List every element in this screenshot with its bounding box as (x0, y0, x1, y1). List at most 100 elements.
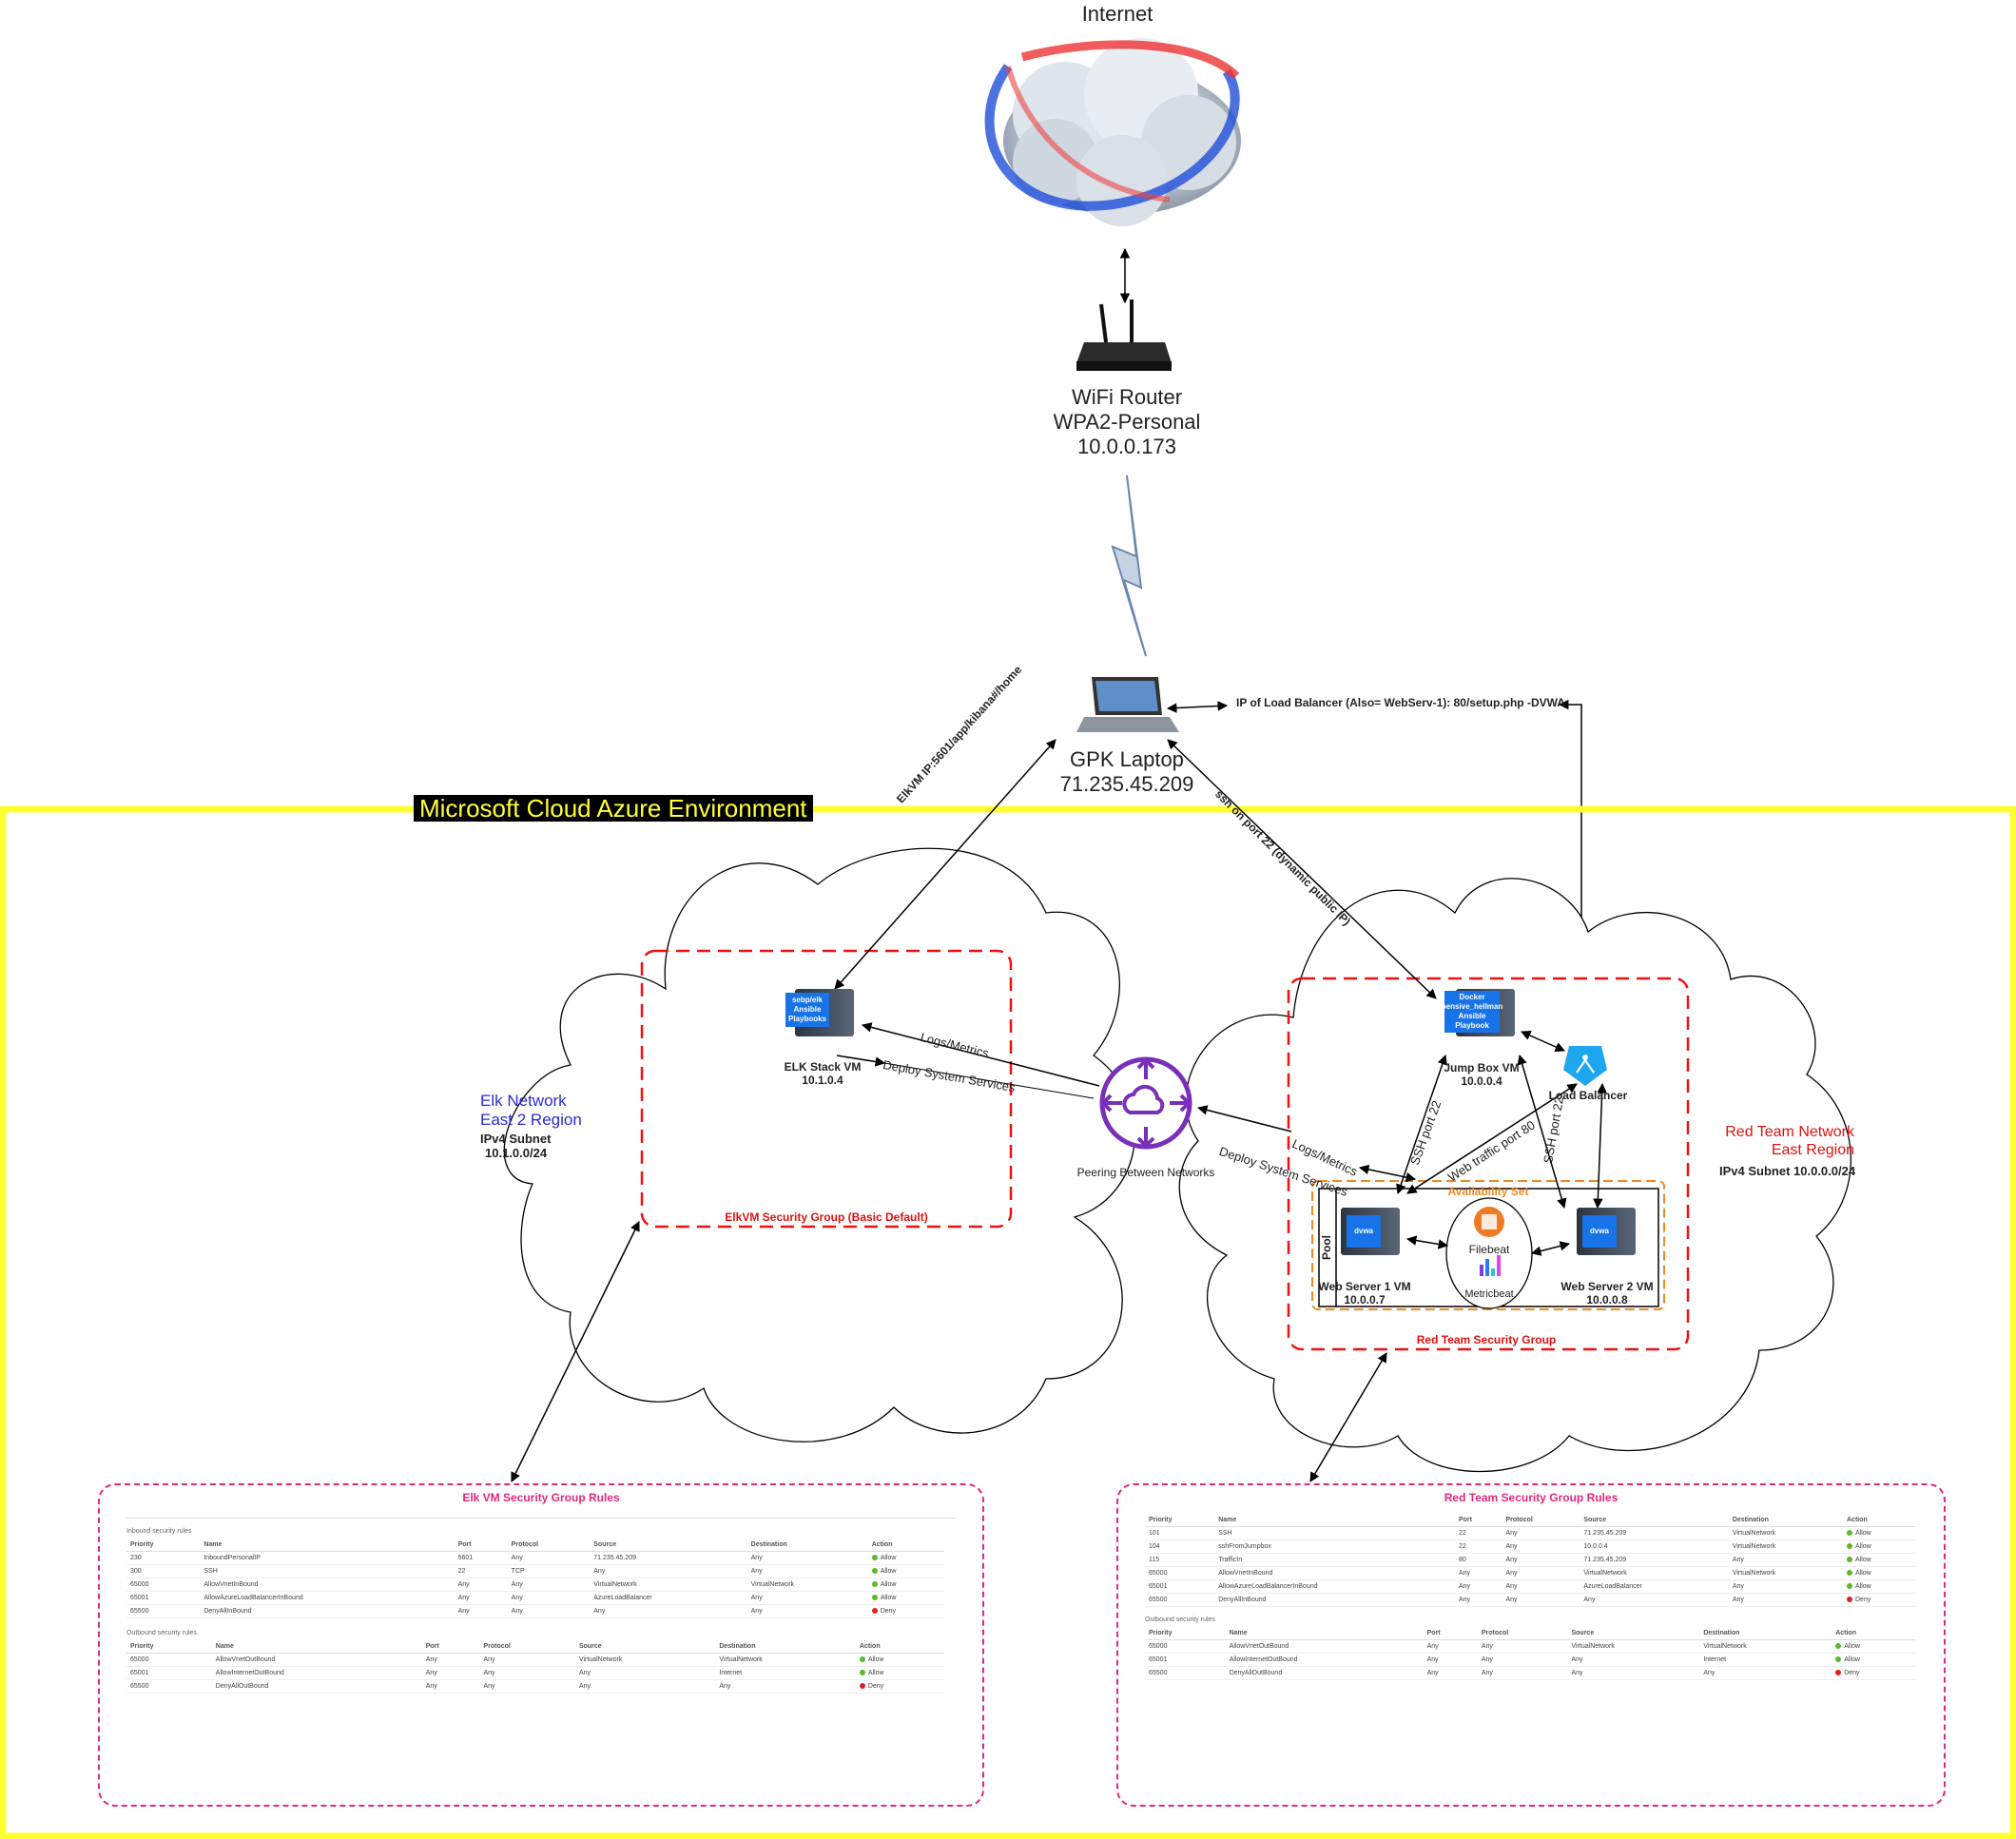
lb-web-label: IP of Load Balancer (Also= WebServ-1): 8… (1236, 696, 1565, 709)
column-header: Port (454, 1539, 508, 1552)
web-server-2-vm[interactable]: dvwa (1567, 1208, 1643, 1265)
laptop-name: GPK Laptop (1070, 747, 1184, 771)
column-header: Source (574, 1640, 716, 1654)
web-server-1-label: Web Server 1 VM 10.0.0.7 (1318, 1280, 1410, 1307)
table-cell: AllowInternetOutBound (211, 1666, 422, 1680)
column-header: Destination (1728, 1514, 1843, 1527)
table-cell: Any (746, 1564, 868, 1578)
deny-icon (859, 1683, 865, 1689)
table-cell: Allow (867, 1578, 944, 1592)
elk-vm-label: ELK Stack VM 10.1.0.4 (785, 1060, 862, 1087)
red-sg-label: Red Team Security Group (1416, 1333, 1557, 1346)
deploy-red-link (1358, 1164, 1417, 1183)
availability-set-box (1311, 1180, 1665, 1310)
elk-stack-vm[interactable]: sebp/elk Ansible Playbooks (785, 989, 862, 1046)
web2-screen: dvwa (1582, 1215, 1617, 1248)
table-cell: Any (746, 1591, 868, 1605)
allow-icon (1835, 1643, 1842, 1649)
column-header: Priority (126, 1640, 212, 1654)
table-cell: Any (1502, 1539, 1580, 1554)
table-cell: Deny (867, 1604, 944, 1618)
table-cell: TCP (507, 1564, 591, 1578)
table-cell: Any (1477, 1639, 1568, 1654)
jump-box-vm[interactable]: Docker pensive_hellman Ansible Playbook (1442, 989, 1521, 1046)
table-cell: 22 (454, 1564, 508, 1578)
table-cell: Deny (1843, 1593, 1915, 1607)
table-cell: SSH (1214, 1526, 1455, 1540)
table-cell: 80 (1454, 1553, 1502, 1567)
deny-icon (1835, 1670, 1842, 1675)
load-balancer-icon (1563, 1046, 1607, 1086)
table-cell: AllowVnetOutBound (211, 1653, 422, 1667)
table-cell: Any (454, 1591, 508, 1605)
table-cell: Allow (1843, 1539, 1915, 1554)
elk-cloud (503, 847, 1136, 1442)
jump-lb-link (1521, 1031, 1565, 1052)
table-cell: Any (1423, 1639, 1478, 1654)
table-cell: AllowAzureLoadBalancerInBound (1214, 1579, 1455, 1594)
table-cell: Allow (867, 1591, 944, 1605)
elk-subnet-label: IPv4 Subnet 10.1.0.0/24 (480, 1132, 551, 1160)
table-cell: Any (454, 1578, 508, 1592)
column-header: Destination (746, 1539, 868, 1552)
table-cell: Allow (867, 1564, 944, 1578)
elk-rules-panel: Elk VM Security Group Rules Inbound secu… (98, 1483, 984, 1807)
table-cell: Any (1502, 1579, 1580, 1594)
table-cell: 65000 (1145, 1639, 1226, 1654)
column-header: Name (200, 1539, 455, 1552)
table-cell: Any (1502, 1566, 1580, 1580)
table-cell: Any (1728, 1553, 1843, 1567)
table-cell: Any (1567, 1653, 1700, 1667)
table-cell: VirtualNetwork (1728, 1526, 1843, 1540)
web-server-1-vm[interactable]: dvwa (1331, 1208, 1407, 1265)
table-cell: Any (746, 1604, 868, 1618)
table-cell: 65001 (126, 1591, 201, 1605)
table-cell: Allow (1843, 1579, 1915, 1594)
elk-screen-line1: sebp/elk (791, 996, 823, 1004)
table-cell: Any (421, 1666, 480, 1680)
column-header: Priority (1145, 1514, 1215, 1527)
elk-vm-ip: 10.1.0.4 (802, 1074, 843, 1087)
elk-outbound-label: Outbound security rules (126, 1630, 197, 1636)
table-cell: 65001 (1145, 1579, 1215, 1594)
web-server-1-ip: 10.0.0.7 (1344, 1293, 1386, 1307)
table-cell: VirtualNetwork (746, 1578, 868, 1592)
laptop-icon (1076, 677, 1179, 732)
table-cell: AllowVnetInBound (1214, 1566, 1455, 1580)
column-header: Destination (1699, 1627, 1832, 1640)
table-cell: DenyAllInBound (200, 1604, 455, 1618)
allow-icon (871, 1568, 878, 1574)
jump-vm-screen: Docker pensive_hellman Ansible Playbook (1442, 991, 1502, 1033)
table-cell: InboundPersonalIP (200, 1551, 455, 1565)
table-cell: AllowVnetOutBound (1225, 1639, 1424, 1654)
kibana-link (834, 739, 1056, 990)
red-network-region: East Region (1771, 1142, 1854, 1158)
column-header: Protocol (1477, 1627, 1568, 1640)
column-header: Action (855, 1640, 944, 1654)
jump-box-ip: 10.0.0.4 (1461, 1074, 1502, 1088)
table-cell: 10.0.0.4 (1580, 1539, 1729, 1554)
table-cell: VirtualNetwork (1728, 1539, 1843, 1554)
table-cell: Any (1477, 1653, 1568, 1667)
